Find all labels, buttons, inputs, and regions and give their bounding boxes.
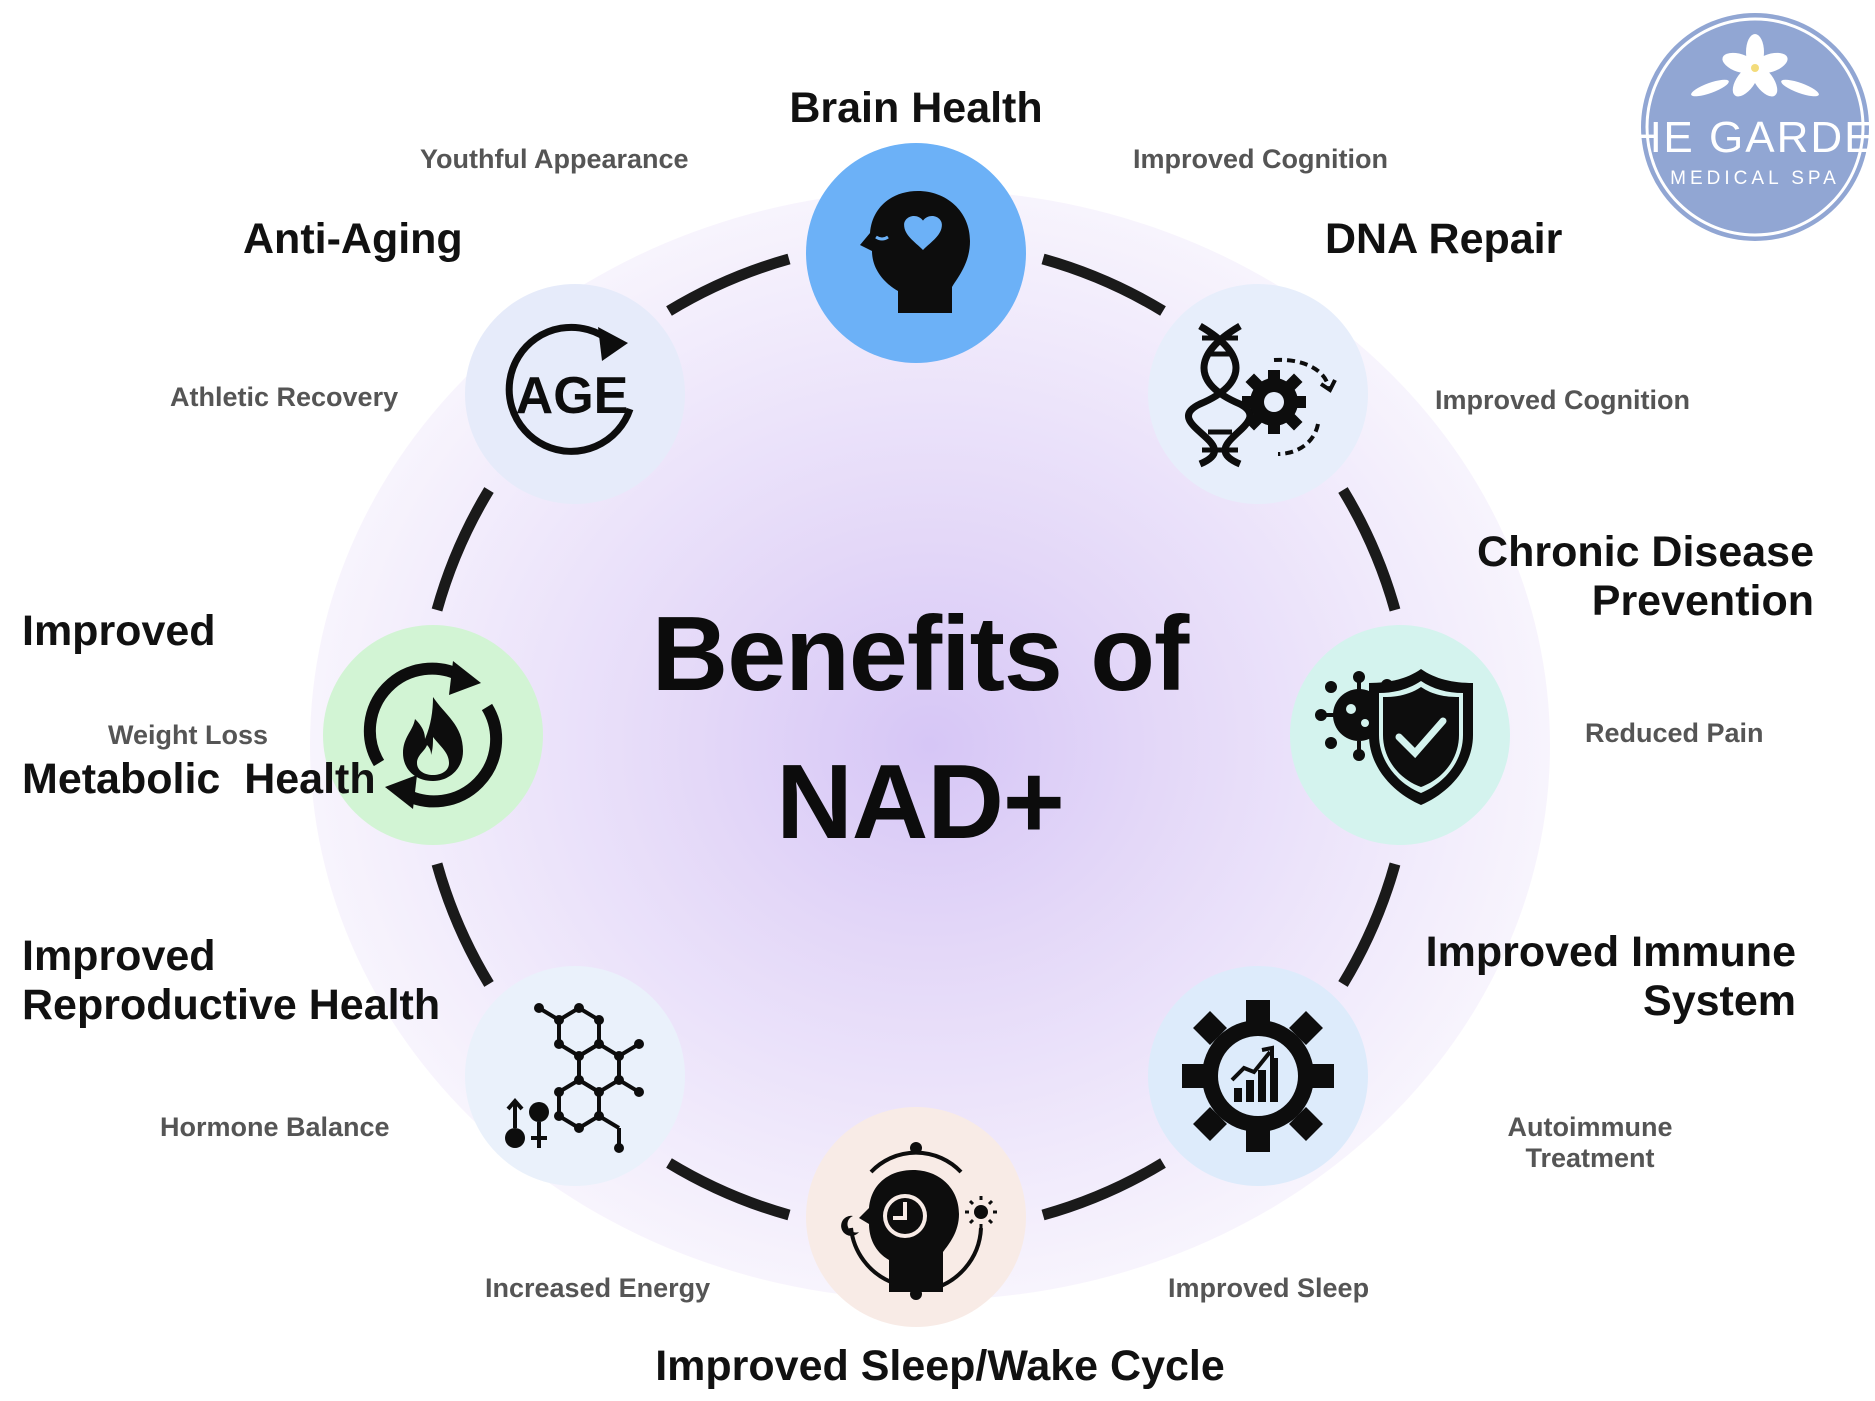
sleep-wake-title: Improved Sleep/Wake Cycle <box>655 1342 1225 1390</box>
ring-arc <box>1041 1158 1166 1221</box>
anti-aging-sub: Athletic Recovery <box>170 382 399 412</box>
age-icon-text: AGE <box>516 367 629 425</box>
immune-system-title-line1: Improved Immune <box>1425 928 1796 976</box>
node-sleep-wake <box>806 1107 1026 1327</box>
ring-arc <box>1338 487 1401 612</box>
head-heart-icon <box>860 191 970 313</box>
chronic-disease-title: Chronic Disease Prevention <box>1380 528 1814 627</box>
logo-text-line2: MEDICAL SPA <box>1670 168 1840 189</box>
metabolic-health-title-line1: Improved <box>22 606 216 655</box>
ring-arc <box>666 253 791 316</box>
node-immune-system <box>1148 966 1368 1186</box>
brain-health-title: Brain Health <box>789 84 1043 132</box>
immune-system-title: Improved Immune System <box>1300 928 1796 1027</box>
ring-arc <box>431 487 494 612</box>
chronic-disease-title-line1: Chronic Disease <box>1477 528 1814 576</box>
immune-system-sub: Autoimmune Treatment <box>1460 1112 1720 1174</box>
node-brain-health <box>806 143 1026 363</box>
plumeria-flower-icon <box>1691 34 1819 97</box>
anti-aging-title: Anti-Aging <box>243 215 463 263</box>
center-title: Benefits of NAD+ <box>560 580 1280 877</box>
reproductive-health-title: Improved Reproductive Health <box>22 932 440 1031</box>
chronic-disease-sub: Reduced Pain <box>1585 718 1764 748</box>
center-title-line1: Benefits of <box>651 595 1190 713</box>
sleep-wake-sub-right: Improved Sleep <box>1168 1273 1370 1303</box>
immune-system-sub-line2: Treatment <box>1525 1143 1655 1174</box>
reproductive-health-title-line1: Improved <box>22 932 216 980</box>
virus-shield-icon <box>1315 669 1473 805</box>
reproductive-health-sub: Hormone Balance <box>160 1112 390 1142</box>
metabolic-health-title-line2: Metabolic Health <box>22 755 376 804</box>
anti-aging-sub-top: Youthful Appearance <box>420 144 689 174</box>
center-title-line2: NAD+ <box>776 743 1065 862</box>
brain-health-sub: Improved Cognition <box>1133 144 1388 174</box>
gear-chart-icon <box>1182 1000 1334 1152</box>
ring-arc <box>1338 862 1401 987</box>
dna-repair-title: DNA Repair <box>1325 215 1563 263</box>
ring-arc <box>666 1158 791 1221</box>
immune-system-title-line2: System <box>1643 977 1796 1026</box>
chronic-disease-title-line2: Prevention <box>1591 577 1814 626</box>
sleep-wake-sub-left: Increased Energy <box>485 1273 711 1303</box>
flame-cycle-icon <box>363 661 503 809</box>
node-chronic-disease <box>1290 625 1510 845</box>
reproductive-health-title-line2: Reproductive Health <box>22 981 441 1030</box>
head-clock-icon <box>841 1142 997 1300</box>
node-anti-aging: AGE <box>465 284 685 504</box>
node-dna-repair <box>1148 284 1368 504</box>
metabolic-health-title: Improved Metabolic Health <box>22 508 376 854</box>
ring-arc <box>1041 253 1166 316</box>
age-cycle-icon: AGE <box>505 323 634 455</box>
node-metabolic-health <box>323 625 543 845</box>
garden-medical-spa-logo: THE GARDEN MEDICAL SPA <box>1638 13 1872 241</box>
node-reproductive-health <box>465 966 685 1186</box>
dna-gear-icon <box>1185 322 1337 468</box>
logo-text-line1: THE GARDEN <box>1638 113 1872 162</box>
metabolic-health-sub: Weight Loss <box>108 720 269 750</box>
dna-repair-sub: Improved Cognition <box>1435 385 1690 415</box>
ring-arc <box>431 862 494 987</box>
immune-system-sub-line1: Autoimmune <box>1507 1112 1673 1142</box>
molecule-gender-icon <box>505 1003 644 1153</box>
